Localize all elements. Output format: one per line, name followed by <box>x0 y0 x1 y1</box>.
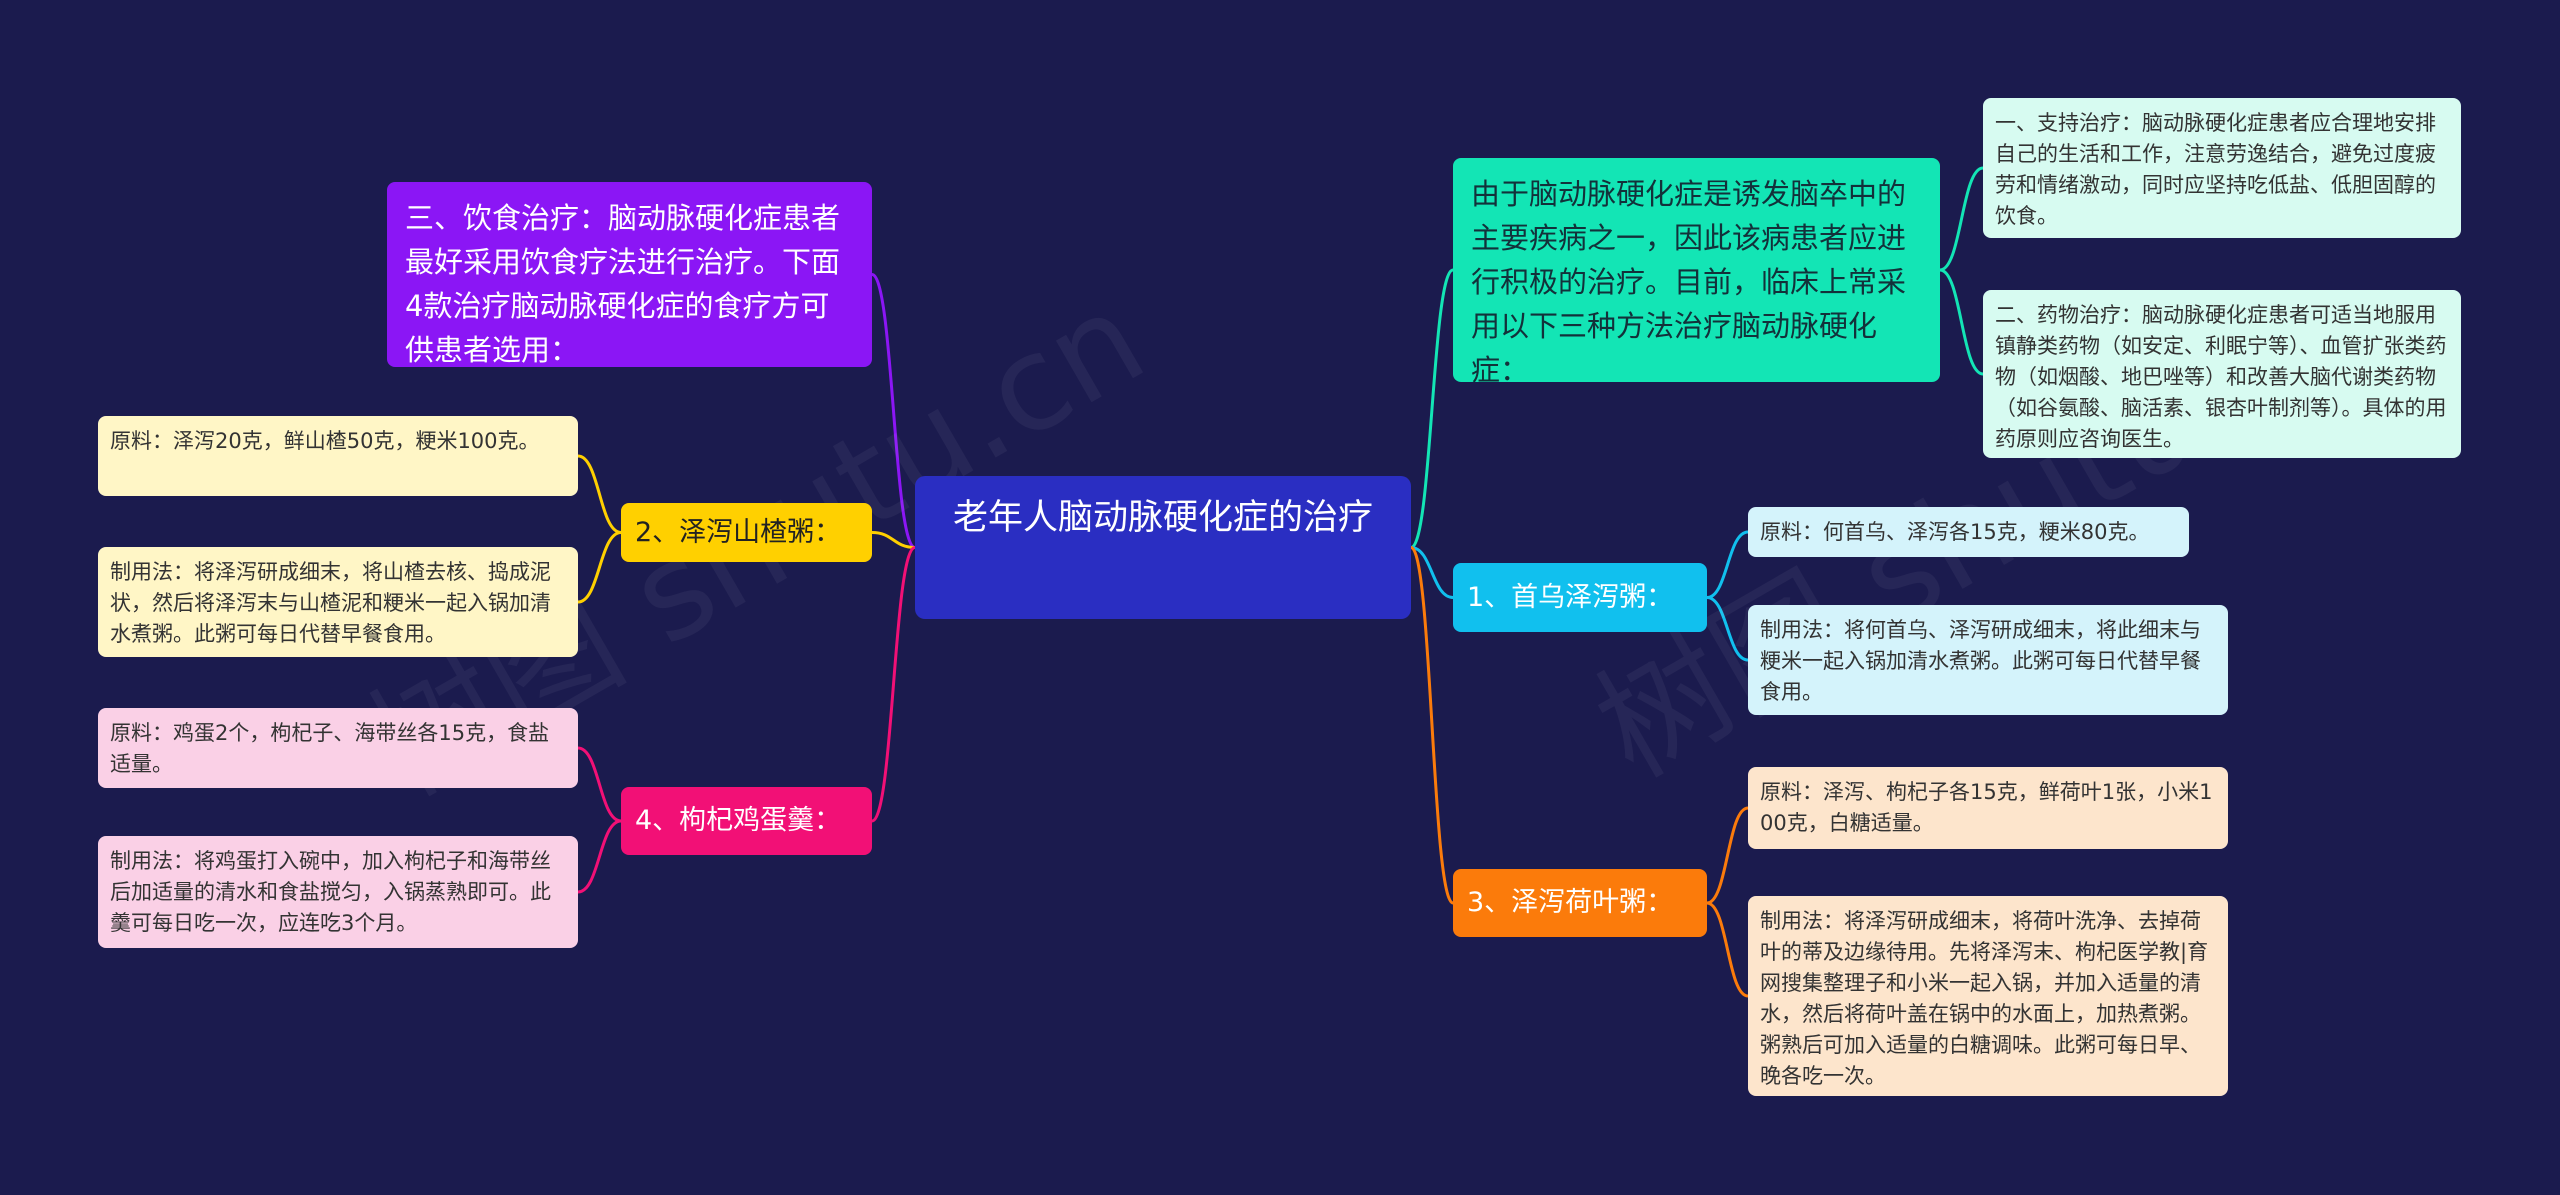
connector-line <box>1706 530 1749 599</box>
shanzha-porridge-node[interactable]: 2、泽泻山楂粥： <box>621 503 872 562</box>
egg-custard-ingredients-leaf[interactable]: 原料：鸡蛋2个，枸杞子、海带丝各15克，食盐适量。 <box>98 708 578 788</box>
connector-line <box>1939 166 1984 272</box>
connector-line <box>871 273 916 549</box>
drug-therapy-leaf[interactable]: 二、药物治疗：脑动脉硬化症患者可适当地服用镇静类药物（如安定、利眠宁等）、血管扩… <box>1983 290 2461 458</box>
heye-method-leaf[interactable]: 制用法：将泽泻研成细末，将荷叶洗净、去掉荷叶的蒂及边缘待用。先将泽泻末、枸杞医学… <box>1748 896 2228 1096</box>
connector-line <box>577 454 622 534</box>
connector-line <box>577 819 622 894</box>
connector-line <box>1410 268 1454 549</box>
connector-line <box>577 746 622 823</box>
diet-therapy-node[interactable]: 三、饮食治疗：脑动脉硬化症患者最好采用饮食疗法进行治疗。下面4款治疗脑动脉硬化症… <box>387 182 872 367</box>
gouqi-egg-custard-node[interactable]: 4、枸杞鸡蛋羹： <box>621 787 872 855</box>
shouwu-porridge-node[interactable]: 1、首乌泽泻粥： <box>1453 563 1707 632</box>
connector-line <box>871 546 916 823</box>
shouwu-method-leaf[interactable]: 制用法：将何首乌、泽泻研成细末，将此细末与粳米一起入锅加清水煮粥。此粥可每日代替… <box>1748 605 2228 715</box>
shanzha-ingredients-leaf[interactable]: 原料：泽泻20克，鲜山楂50克，粳米100克。 <box>98 416 578 496</box>
connector-line <box>1706 806 1749 905</box>
connector-line <box>1706 596 1749 662</box>
heye-porridge-node[interactable]: 3、泽泻荷叶粥： <box>1453 869 1707 937</box>
connector-line <box>1706 901 1749 998</box>
root-topic[interactable]: 老年人脑动脉硬化症的治疗 <box>915 476 1411 619</box>
connector-line <box>871 531 916 549</box>
connector-line <box>1410 546 1454 599</box>
shanzha-method-leaf[interactable]: 制用法：将泽泻研成细末，将山楂去核、捣成泥状，然后将泽泻末与山楂泥和粳米一起入锅… <box>98 547 578 657</box>
shouwu-ingredients-leaf[interactable]: 原料：何首乌、泽泻各15克，粳米80克。 <box>1748 507 2189 557</box>
connector-line <box>1939 268 1984 376</box>
support-therapy-leaf[interactable]: 一、支持治疗：脑动脉硬化症患者应合理地安排自己的生活和工作，注意劳逸结合，避免过… <box>1983 98 2461 238</box>
egg-custard-method-leaf[interactable]: 制用法：将鸡蛋打入碗中，加入枸杞子和海带丝后加适量的清水和食盐搅匀，入锅蒸熟即可… <box>98 836 578 948</box>
connector-line <box>1409 546 1455 905</box>
intro-treatment-node[interactable]: 由于脑动脉硬化症是诱发脑卒中的主要疾病之一，因此该病患者应进行积极的治疗。目前，… <box>1453 158 1940 387</box>
heye-ingredients-leaf[interactable]: 原料：泽泻、枸杞子各15克，鲜荷叶1张，小米100克，白糖适量。 <box>1748 767 2228 849</box>
connector-line <box>577 531 622 604</box>
